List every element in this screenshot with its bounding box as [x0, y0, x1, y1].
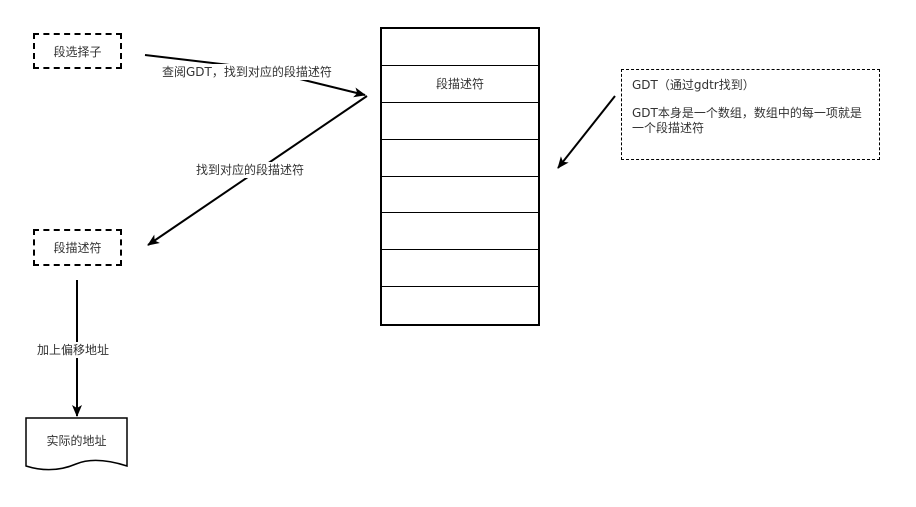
gdt-table: 段描述符	[380, 27, 540, 326]
segment-selector-box: 段选择子	[33, 33, 122, 69]
gdt-entry	[382, 177, 538, 214]
result-document-shape	[25, 417, 128, 471]
lookup-gdt-label: 查阅GDT，找到对应的段描述符	[162, 64, 332, 80]
gdt-entry	[382, 213, 538, 251]
gdt-note-line1: GDT（通过gdtr找到）	[632, 78, 755, 92]
segment-descriptor-label: 段描述符	[53, 241, 102, 255]
found-descriptor-label: 找到对应的段描述符	[196, 162, 305, 178]
gdt-entry	[382, 287, 538, 324]
actual-address-label: 实际的地址	[46, 434, 107, 448]
arrow-note-to-gdt	[557, 95, 616, 169]
segment-selector-label: 段选择子	[53, 44, 102, 59]
gdt-entry	[382, 140, 538, 177]
gdt-entry	[382, 250, 538, 288]
add-offset-label: 加上偏移地址	[37, 342, 110, 358]
gdt-entry	[382, 29, 538, 66]
gdt-note: GDT（通过gdtr找到） GDT本身是一个数组，数组中的每一项就是一个段描述符	[621, 69, 880, 160]
gdt-entry-descriptor: 段描述符	[382, 66, 538, 103]
gdt-note-line2: GDT本身是一个数组，数组中的每一项就是一个段描述符	[632, 106, 862, 135]
gdt-entry	[382, 103, 538, 140]
segment-descriptor-box: 段描述符	[33, 229, 122, 266]
